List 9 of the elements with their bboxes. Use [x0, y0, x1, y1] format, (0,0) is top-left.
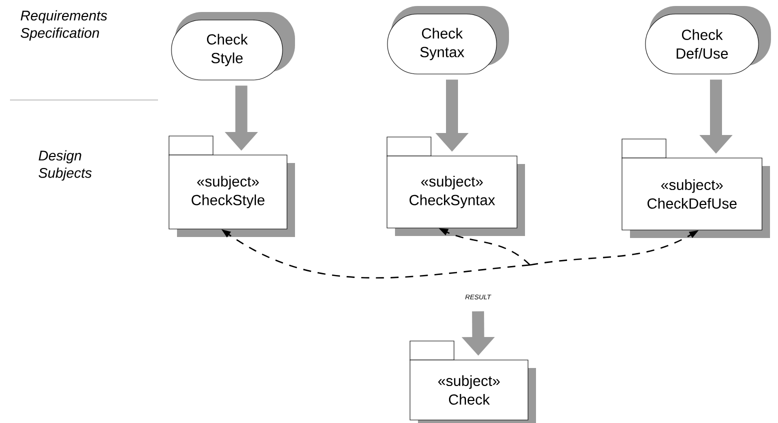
- package-box: «subject» Check: [410, 340, 536, 423]
- package-box: «subject» CheckSyntax: [386, 136, 525, 236]
- activity-box: Check Syntax: [387, 6, 509, 74]
- row-label: Design Subjects: [38, 150, 92, 181]
- activity-box: Check Style: [171, 12, 295, 80]
- package-box: «subject» CheckDefUse: [622, 138, 770, 238]
- row-label: Requirements Specification: [20, 10, 108, 41]
- package-box: «subject» CheckStyle: [168, 136, 295, 237]
- activity-box: Check Def/Use: [645, 6, 771, 74]
